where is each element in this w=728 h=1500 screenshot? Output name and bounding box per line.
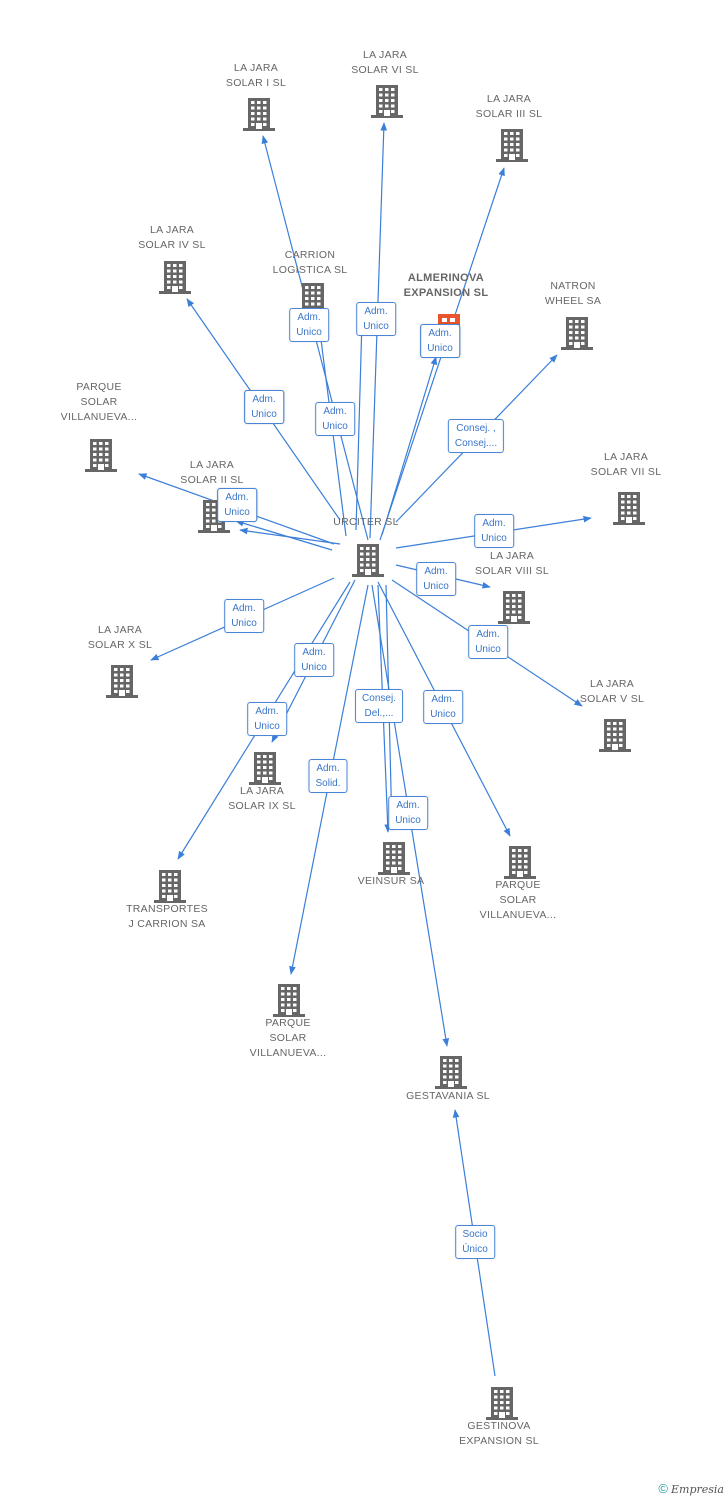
edge-label-natron[interactable]: Consej. , Consej....: [447, 419, 505, 453]
node-label-jara10[interactable]: LA JARA SOLAR X SL: [87, 624, 153, 651]
edge-label-transportes[interactable]: Adm. Unico: [247, 702, 287, 736]
edge-label-carrion[interactable]: Adm. Unico: [289, 308, 329, 342]
jara9-building-icon[interactable]: [249, 752, 281, 785]
edge-urciter-to-carrion: [235, 519, 333, 551]
node-label-parque2[interactable]: PARQUE SOLAR VILLANUEVA...: [479, 879, 557, 921]
edge-label-almerinova[interactable]: Adm. Unico: [388, 796, 428, 830]
edge-label-almerinova[interactable]: Adm. Unico: [420, 324, 460, 358]
node-label-jara2[interactable]: LA JARA SOLAR II SL: [180, 459, 244, 486]
node-label-jara5[interactable]: LA JARA SOLAR V SL: [579, 678, 645, 705]
jara8-building-icon[interactable]: [498, 591, 530, 624]
edge-urciter-to-almerinova: [381, 356, 438, 536]
jara5-building-icon[interactable]: [599, 719, 631, 752]
footer-brand[interactable]: © Empresia: [658, 1481, 724, 1496]
urciter-building-icon[interactable]: [352, 544, 384, 577]
jara6-building-icon[interactable]: [371, 85, 403, 118]
edge-urciter-to-parque1: [355, 319, 366, 531]
edge-label-jara8[interactable]: Adm. Unico: [416, 562, 456, 596]
edge-label-jara7[interactable]: Adm. Unico: [474, 514, 514, 548]
natron-building-icon[interactable]: [561, 317, 593, 350]
edge-label-gestavania[interactable]: Socio Único: [455, 1225, 495, 1259]
node-label-carrion[interactable]: CARRION LOGISTICA SL: [272, 249, 348, 276]
node-label-parque3[interactable]: PARQUE SOLAR VILLANUEVA...: [249, 1017, 327, 1059]
copyright-mark: ©: [658, 1481, 668, 1496]
edge-label-jara6[interactable]: Adm. Unico: [315, 402, 355, 436]
node-label-jara9[interactable]: LA JARA SOLAR IX SL: [228, 785, 296, 812]
edge-label-veinsur[interactable]: Adm. Solid.: [308, 759, 348, 793]
veinsur-building-icon[interactable]: [378, 842, 410, 875]
edge-label-parque2[interactable]: Adm. Unico: [423, 690, 463, 724]
empresia-logo: Empresia: [671, 1483, 724, 1496]
node-label-almerinova[interactable]: ALMERINOVA EXPANSION SL: [403, 272, 489, 299]
edge-label-parque1[interactable]: Adm. Unico: [356, 302, 396, 336]
transportes-building-icon[interactable]: [154, 870, 186, 903]
gestavania-building-icon[interactable]: [435, 1056, 467, 1089]
node-label-jara6[interactable]: LA JARA SOLAR VI SL: [351, 49, 419, 76]
edge-label-jara9[interactable]: Adm. Unico: [294, 643, 334, 677]
edge-label-jara10[interactable]: Adm. Unico: [224, 599, 264, 633]
jara10-building-icon[interactable]: [106, 665, 138, 698]
parque1-building-icon[interactable]: [85, 439, 117, 472]
edge-label-jara5[interactable]: Adm. Unico: [468, 625, 508, 659]
node-label-gestavania[interactable]: GESTAVANIA SL: [406, 1090, 490, 1102]
edge-label-jara4[interactable]: Adm. Unico: [244, 390, 284, 424]
parque3-building-icon[interactable]: [273, 984, 305, 1017]
node-label-jara8[interactable]: LA JARA SOLAR VIII SL: [475, 550, 549, 577]
jara3-building-icon[interactable]: [496, 129, 528, 162]
node-label-urciter[interactable]: URCITER SL: [333, 516, 399, 528]
node-label-jara1[interactable]: LA JARA SOLAR I SL: [225, 62, 287, 89]
node-label-jara3[interactable]: LA JARA SOLAR III SL: [475, 93, 543, 120]
edge-label-carrion[interactable]: Adm. Unico: [217, 488, 257, 522]
node-label-gestinova[interactable]: GESTINOVA EXPANSION SL: [459, 1420, 539, 1447]
jara1-building-icon[interactable]: [243, 98, 275, 131]
gestinova-building-icon[interactable]: [486, 1387, 518, 1420]
node-label-transportes[interactable]: TRANSPORTES J CARRION SA: [126, 903, 208, 930]
node-label-parque1[interactable]: PARQUE SOLAR VILLANUEVA...: [60, 381, 138, 423]
parque2-building-icon[interactable]: [504, 846, 536, 879]
node-label-jara7[interactable]: LA JARA SOLAR VII SL: [590, 451, 662, 478]
jara7-building-icon[interactable]: [613, 492, 645, 525]
edge-label-veinsur[interactable]: Consej. Del.,...: [355, 689, 403, 723]
jara4-building-icon[interactable]: [159, 261, 191, 294]
node-label-veinsur[interactable]: VEINSUR SA: [357, 875, 425, 887]
node-label-jara4[interactable]: LA JARA SOLAR IV SL: [138, 224, 206, 251]
node-label-natron[interactable]: NATRON WHEEL SA: [544, 280, 602, 307]
